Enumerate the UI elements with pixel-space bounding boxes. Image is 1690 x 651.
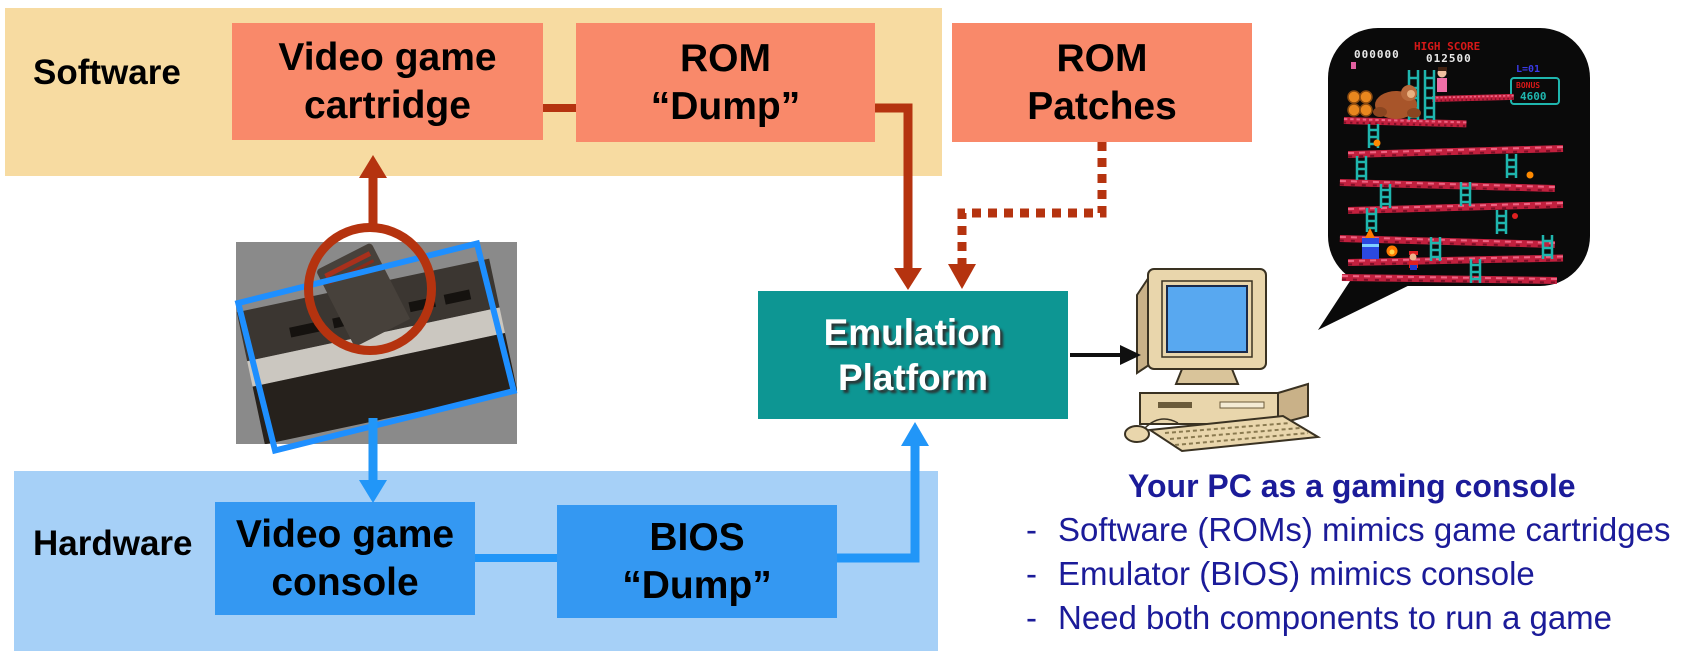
lives-text: L=01 [1516, 64, 1540, 75]
box-label-line: cartridge [304, 83, 471, 127]
box-label-line: Platform [837, 357, 989, 398]
keyboard-keys [1169, 427, 1301, 440]
pc-illustration [1124, 268, 1322, 453]
flame-sprite [1386, 245, 1398, 257]
box-label-line: BIOS [649, 515, 745, 559]
note-bullet: -Software (ROMs) mimics game cartridges [1026, 511, 1670, 549]
bullet-text: Need both components to run a game [1058, 599, 1613, 636]
fireball-sprite [1373, 139, 1381, 147]
cartridge-highlight-circle [304, 223, 436, 355]
high-score-label: HIGH SCORE [1414, 40, 1480, 53]
speech-bubble: 000000 HIGH SCORE 012500 L=01 BONUS 4600 [1318, 28, 1590, 330]
monitor-stand [1174, 368, 1240, 385]
box-label-line: console [271, 560, 419, 604]
box-label-line: “Dump” [622, 563, 772, 607]
item-sprite [1351, 62, 1356, 69]
video-game-console-box: Video game console [215, 502, 475, 615]
note-title: Your PC as a gaming console [1128, 468, 1576, 504]
barrel-stack-sprite [1347, 90, 1373, 117]
floppy-slot [1158, 402, 1192, 408]
bullet-text: Emulator (BIOS) mimics console [1058, 555, 1535, 592]
pauline-sprite [1437, 67, 1447, 92]
bullet-text: Software (ROMs) mimics game cartridges [1058, 511, 1671, 548]
monitor-screen [1166, 285, 1248, 353]
box-label-line: ROM [680, 36, 771, 80]
note-bullet: -Need both components to run a game [1026, 599, 1612, 637]
rom-patches-box: ROM Patches [952, 23, 1252, 142]
bonus-box [1510, 77, 1560, 105]
score-text: 000000 [1354, 48, 1400, 61]
donkey-kong-screen: 000000 HIGH SCORE 012500 L=01 BONUS 4600 [1338, 40, 1565, 286]
box-label-line: Video game [235, 512, 455, 556]
rom-dump-box: ROM “Dump” [576, 23, 875, 142]
bullet-dash: - [1026, 599, 1037, 636]
software-band-label: Software [33, 53, 181, 92]
bubble-tail [1318, 278, 1424, 330]
bonus-value: 4600 [1520, 90, 1547, 103]
bullet-dash: - [1026, 511, 1037, 548]
mouse [1124, 425, 1150, 443]
high-score-value: 012500 [1426, 52, 1472, 65]
emulation-platform-box: Emulation Platform [758, 291, 1068, 419]
box-label-line: Emulation [823, 311, 1003, 353]
floppy-slot [1219, 401, 1265, 409]
item-sprite [1512, 213, 1518, 219]
oil-drum-sprite [1362, 228, 1379, 259]
box-label-line: Patches [1027, 84, 1177, 128]
bullet-dash: - [1026, 555, 1037, 592]
rompatches-to-emulator-dotted-arrow [948, 142, 1107, 289]
donkey-kong-sprite [1373, 85, 1421, 119]
mouse-cord [1144, 418, 1179, 429]
hardware-band-label: Hardware [33, 524, 193, 563]
box-label-line: “Dump” [650, 84, 801, 128]
mario-sprite [1409, 251, 1418, 270]
note-bullet: -Emulator (BIOS) mimics console [1026, 555, 1535, 593]
video-game-cartridge-box: Video game cartridge [232, 23, 543, 140]
bonus-label: BONUS [1516, 81, 1540, 90]
fireball-sprite [1526, 171, 1534, 179]
keyboard-keys [1174, 432, 1309, 446]
box-label-line: Video game [278, 35, 497, 79]
box-label-line: ROM [1056, 36, 1148, 80]
bios-dump-box: BIOS “Dump” [557, 505, 837, 618]
